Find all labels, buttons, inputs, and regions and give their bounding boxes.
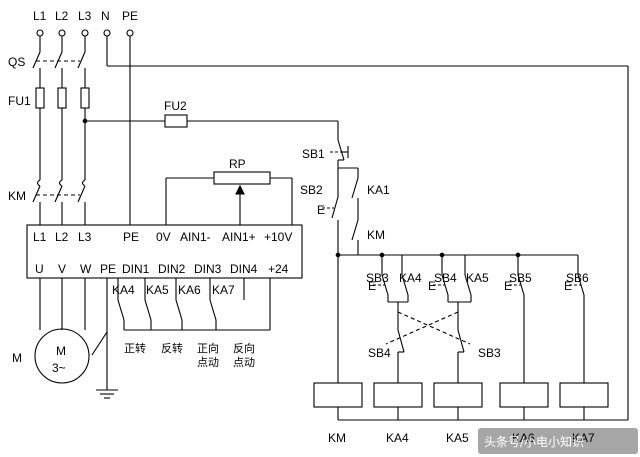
contact-label: SB5	[509, 271, 532, 285]
contact-label: SB4	[434, 271, 457, 285]
terminal-label: AIN1-	[180, 230, 211, 244]
din-relay-label: KA5	[146, 283, 169, 297]
terminal-label: PE	[100, 262, 116, 276]
terminal-label: DIN1	[122, 262, 150, 276]
watermark: 头条号/小电小知识	[478, 428, 638, 454]
watermark-text: 头条号/小电小知识	[484, 435, 584, 449]
inverter-bottom-terminals: U V W PE DIN1 DIN2 DIN3 DIN4 +24	[35, 262, 289, 276]
supply-n-label: N	[101, 9, 110, 23]
supply-l2-label: L2	[55, 9, 69, 23]
terminal-label: 0V	[156, 230, 171, 244]
supply-l3-label: L3	[78, 9, 92, 23]
ka1-label: KA1	[367, 183, 390, 197]
svg-text:E: E	[504, 279, 512, 293]
terminal-label: DIN2	[158, 262, 186, 276]
rp-label: RP	[229, 157, 246, 171]
terminal-label: DIN3	[194, 262, 222, 276]
terminal-label: +24	[268, 262, 289, 276]
din-function-label: 点动	[233, 356, 255, 369]
sb1-label: SB1	[302, 147, 325, 161]
terminal-label: W	[80, 262, 92, 276]
terminal-label: U	[35, 262, 44, 276]
terminal-label: PE	[123, 230, 139, 244]
terminal-label: AIN1+	[222, 230, 256, 244]
contact-label: KA5	[466, 271, 489, 285]
qs-label: QS	[8, 55, 25, 69]
din-function-label: 反向	[233, 341, 255, 355]
svg-text:E: E	[368, 279, 376, 293]
din-function-label: 正转	[124, 341, 146, 355]
contact-label: KA4	[399, 271, 422, 285]
din-function-label: 正向	[197, 341, 219, 355]
km-contact-label: KM	[8, 189, 26, 203]
svg-text:E: E	[564, 279, 572, 293]
sb2-label: SB2	[300, 183, 323, 197]
terminal-label: DIN4	[230, 262, 258, 276]
fu1-label: FU1	[8, 94, 31, 108]
din-function-label: 反转	[161, 341, 183, 355]
fu2-label: FU2	[164, 99, 187, 113]
km-aux-label: KM	[367, 228, 385, 242]
contact-label: SB6	[566, 271, 589, 285]
din-relay-label: KA7	[212, 283, 235, 297]
interlock-label: SB4	[368, 346, 391, 360]
motor-label: M	[12, 351, 22, 365]
coil-label: KA4	[386, 431, 409, 445]
svg-text:E: E	[428, 279, 436, 293]
terminal-label: V	[58, 262, 66, 276]
contact-label: SB3	[366, 271, 389, 285]
svg-text:E: E	[317, 203, 325, 217]
terminal-label: L1	[33, 230, 47, 244]
coil-label: KA5	[446, 431, 469, 445]
din-relay-label: KA4	[112, 283, 135, 297]
coil-label: KA6	[512, 431, 535, 445]
din-function-label: 点动	[197, 356, 219, 369]
supply-l1-label: L1	[33, 9, 47, 23]
coil-label: KA7	[572, 431, 595, 445]
coil-label: KM	[328, 431, 346, 445]
terminal-label: L3	[78, 230, 92, 244]
terminal-label: L2	[55, 230, 69, 244]
interlock-label: SB3	[478, 346, 501, 360]
motor-type-label: 3~	[52, 361, 66, 375]
din-relay-label: KA6	[178, 283, 201, 297]
motor-inner-label: M	[56, 344, 66, 358]
terminal-label: +10V	[264, 230, 292, 244]
supply-pe-label: PE	[122, 9, 138, 23]
inverter-top-terminals: L1 L2 L3 PE 0V AIN1- AIN1+ +10V	[33, 230, 292, 244]
